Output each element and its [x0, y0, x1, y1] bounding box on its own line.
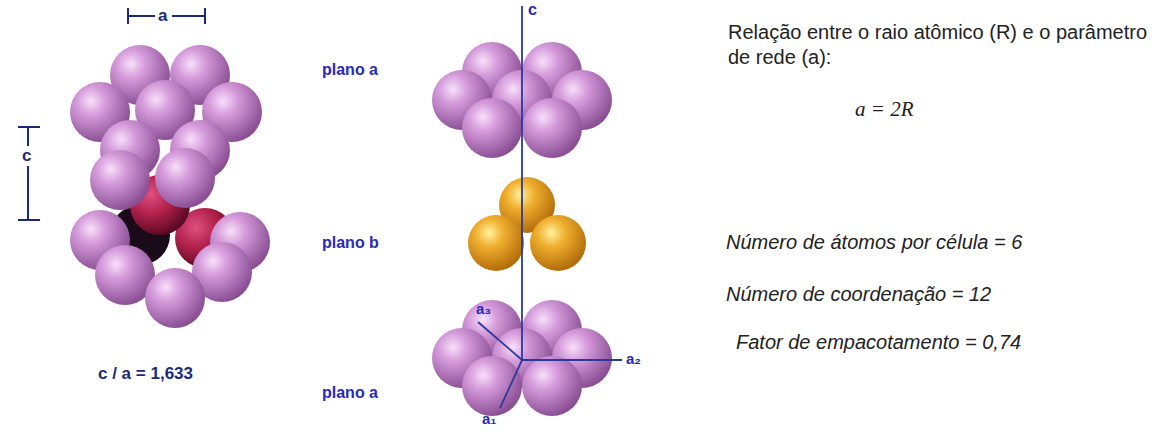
- dimension-label: c: [22, 145, 31, 166]
- ratio-label: c / a = 1,633: [98, 363, 193, 384]
- dimension-label: a: [158, 5, 167, 26]
- plane-label: plano b: [322, 233, 379, 253]
- property-text: Fator de empacotamento = 0,74: [736, 330, 1021, 355]
- crystal-axes: [478, 6, 622, 408]
- property-text: Número de coordenação = 12: [726, 282, 991, 307]
- property-text: Número de átomos por célula = 6: [726, 230, 1022, 255]
- formula: a = 2R: [855, 96, 914, 122]
- axis-label: c: [528, 0, 537, 20]
- plane-label: plano a: [322, 383, 378, 403]
- sphere-cluster: [70, 45, 270, 328]
- plane-b: [468, 177, 586, 271]
- axis-label: a₁: [482, 410, 497, 429]
- axis-label: a₃: [476, 300, 491, 319]
- axis-label: a₂: [626, 350, 641, 369]
- plane-label: plano a: [322, 60, 378, 80]
- description-text: Relação entre o raio atômico (R) e o par…: [728, 20, 1148, 70]
- dimension-bracket: [18, 8, 205, 220]
